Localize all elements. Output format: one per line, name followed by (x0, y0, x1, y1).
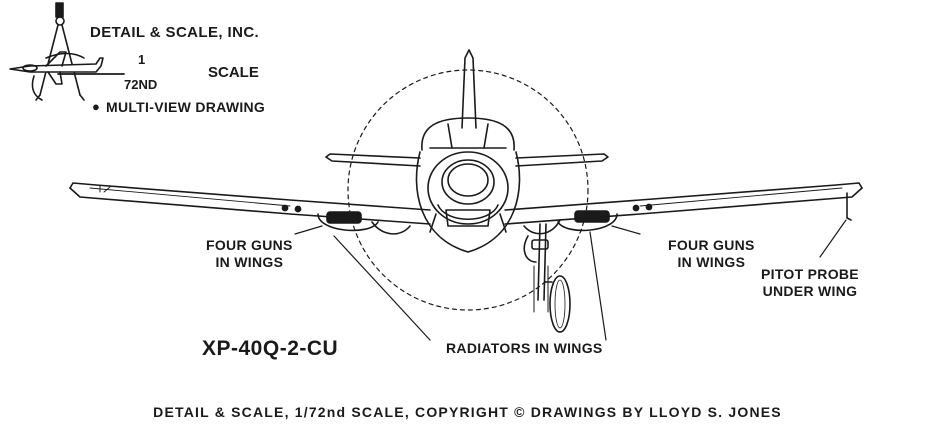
model-designation: XP-40Q-2-CU (202, 337, 339, 360)
left-wing (69, 182, 431, 225)
stabilizer-left (325, 153, 421, 167)
scale-numerator: 1 (138, 52, 146, 67)
stabilizer-right (515, 153, 609, 167)
callout-guns-right-line1: FOUR GUNS (668, 237, 755, 253)
tail-fin (461, 49, 477, 129)
scale-word: SCALE (208, 64, 259, 81)
radiator-left (326, 211, 362, 224)
callout-guns-right-line2: IN WINGS (677, 254, 746, 270)
callout-guns-left-line2: IN WINGS (215, 254, 284, 270)
leader-radiator-left (333, 235, 431, 341)
logo-compass-icon (9, 2, 125, 101)
radiator-right (574, 210, 610, 223)
leader-guns-right (611, 225, 641, 235)
callout-guns-left-line1: FOUR GUNS (206, 237, 293, 253)
copyright-footer: DETAIL & SCALE, 1/72nd SCALE, COPYRIGHT … (153, 404, 782, 420)
callout-pitot: PITOT PROBE UNDER WING (761, 266, 859, 300)
gun-ports-left (281, 204, 302, 213)
drawing-subtitle: MULTI-VIEW DRAWING (106, 99, 266, 115)
bullet-icon: ● (92, 99, 100, 114)
pitot-probe (846, 192, 852, 221)
gun-ports-right (632, 203, 653, 212)
propeller-arc (347, 69, 589, 311)
right-wing (504, 182, 863, 225)
callout-guns-right: FOUR GUNS IN WINGS (668, 237, 755, 271)
leader-radiator-right (589, 231, 607, 341)
leader-pitot (819, 219, 847, 258)
fuselage (415, 117, 521, 253)
landing-gear (523, 223, 571, 333)
scale-denominator: 72ND (124, 77, 158, 92)
leader-guns-left (294, 225, 323, 235)
company-name: DETAIL & SCALE, INC. (90, 24, 260, 41)
callout-radiators: RADIATORS IN WINGS (446, 340, 603, 356)
callout-guns-left: FOUR GUNS IN WINGS (206, 237, 293, 271)
callout-pitot-line2: UNDER WING (762, 283, 858, 299)
callout-pitot-line1: PITOT PROBE (761, 266, 859, 282)
